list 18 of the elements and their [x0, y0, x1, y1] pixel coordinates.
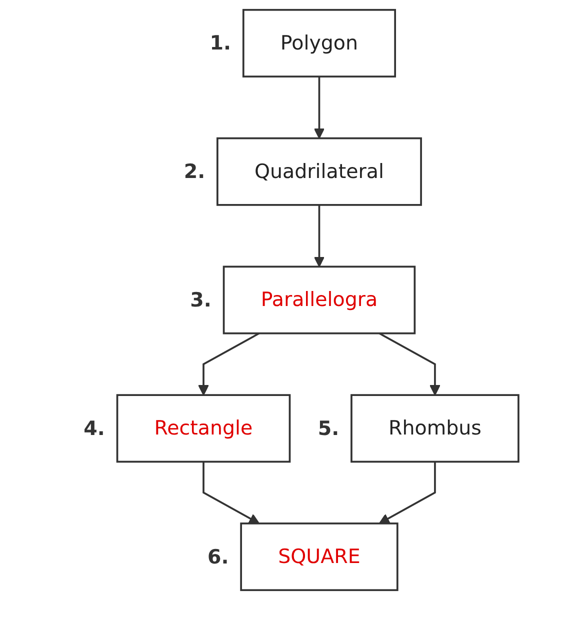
- node-box: Quadrilateral: [216, 137, 422, 206]
- node-box: Rectangle: [116, 394, 291, 463]
- step-number: 4.: [84, 416, 105, 440]
- arrow: [378, 332, 440, 396]
- step-number: 2.: [184, 160, 206, 184]
- node-box: Rhombus: [350, 394, 520, 463]
- arrow: [314, 76, 325, 139]
- arrow: [198, 332, 260, 396]
- step-number: 5.: [318, 416, 340, 440]
- step-number: 6.: [207, 545, 229, 568]
- step-number: 3.: [190, 288, 212, 312]
- arrow: [202, 462, 260, 524]
- node-box: SQUARE: [240, 522, 398, 592]
- node-box: Parallelogra: [222, 266, 416, 334]
- arrow: [314, 204, 325, 268]
- step-number: 1.: [210, 32, 232, 55]
- node-box: Polygon: [242, 8, 396, 78]
- arrow: [378, 462, 436, 524]
